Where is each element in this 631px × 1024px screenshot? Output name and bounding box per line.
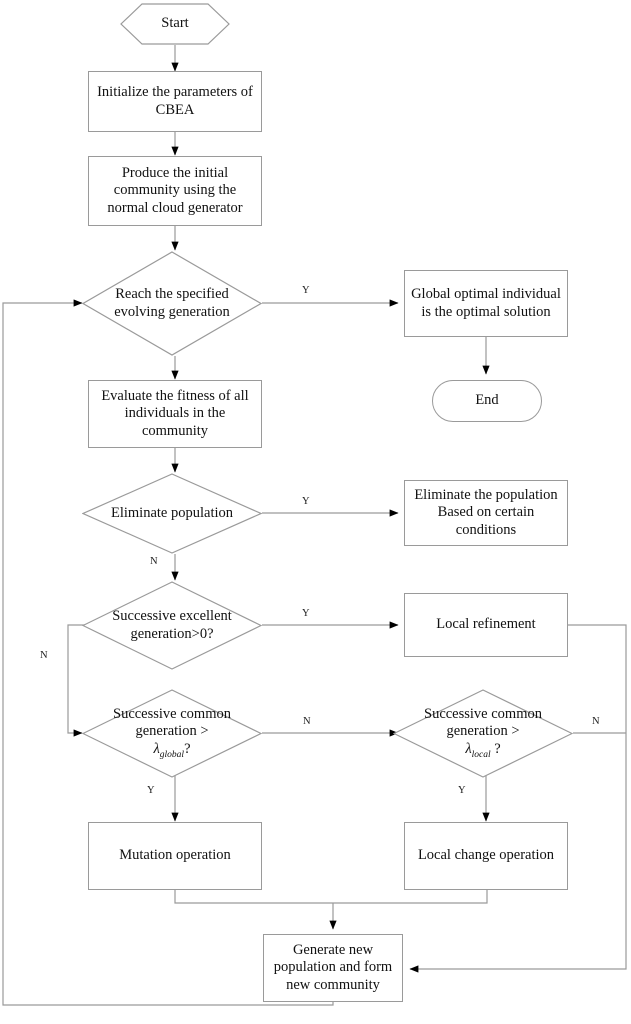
edge-refine-generate bbox=[409, 624, 627, 973]
question-tail: ? bbox=[184, 740, 191, 757]
edge-label-eliminate-yes: Y bbox=[302, 496, 310, 507]
edge-label-global-no: N bbox=[303, 716, 311, 727]
edge-label-reach-yes: Y bbox=[302, 285, 310, 296]
edge-label-excellent-no: N bbox=[40, 650, 48, 661]
node-global-optimal[interactable]: Global optimal individual is the optimal… bbox=[404, 270, 568, 337]
node-start-label: Start bbox=[161, 15, 189, 32]
diamond-shape bbox=[82, 581, 262, 670]
node-reach-label: Reach the specified evolving generation bbox=[114, 286, 230, 320]
edge-label-global-yes: Y bbox=[147, 785, 155, 796]
node-global-optimal-label: Global optimal individual is the optimal… bbox=[411, 286, 561, 320]
edge-label-excellent-yes: Y bbox=[302, 608, 310, 619]
edge-label-local-yes: Y bbox=[458, 785, 466, 796]
line1: Successive common bbox=[424, 706, 542, 723]
node-successive-common-global[interactable]: Successive common generation > λglobal? bbox=[82, 689, 262, 778]
edge-label-local-no: N bbox=[592, 716, 600, 727]
node-end[interactable]: End bbox=[432, 380, 542, 422]
diamond-shape bbox=[82, 473, 262, 554]
node-eliminate-population-question[interactable]: Eliminate population bbox=[82, 473, 262, 554]
node-eliminate-action-label: Eliminate the population Based on certai… bbox=[414, 487, 558, 538]
node-produce-initial-community[interactable]: Produce the initial community using the … bbox=[88, 156, 262, 226]
node-evaluate-fitness[interactable]: Evaluate the fitness of all individuals … bbox=[88, 380, 262, 448]
node-initialize-label: Initialize the parameters of CBEA bbox=[97, 84, 253, 118]
lambda-symbol: λ bbox=[465, 740, 472, 757]
node-successive-excellent-label: Successive excellent generation>0? bbox=[112, 608, 232, 642]
question-tail: ? bbox=[490, 740, 501, 757]
diamond-shape bbox=[393, 689, 573, 778]
lambda-subscript: local bbox=[471, 749, 491, 760]
node-successive-common-local-label: Successive common generation > λlocal ? bbox=[420, 706, 546, 760]
node-eliminate-population-action[interactable]: Eliminate the population Based on certai… bbox=[404, 480, 568, 546]
node-end-label: End bbox=[475, 392, 499, 409]
node-local-change-operation[interactable]: Local change operation bbox=[404, 822, 568, 890]
edge-generate-reach-loop bbox=[2, 299, 334, 1006]
line2: generation > bbox=[446, 723, 520, 740]
node-local-refinement[interactable]: Local refinement bbox=[404, 593, 568, 657]
lambda-subscript: global bbox=[159, 749, 185, 760]
node-initialize[interactable]: Initialize the parameters of CBEA bbox=[88, 71, 262, 132]
node-eliminate-question-label: Eliminate population bbox=[110, 504, 234, 521]
node-start[interactable]: Start bbox=[120, 3, 230, 45]
line1: Successive common bbox=[113, 706, 231, 723]
node-produce-label: Produce the initial community using the … bbox=[107, 165, 243, 216]
node-generate-new-population[interactable]: Generate new population and form new com… bbox=[263, 934, 403, 1002]
node-generate-label: Generate new population and form new com… bbox=[273, 942, 393, 993]
node-successive-excellent-generation[interactable]: Successive excellent generation>0? bbox=[82, 581, 262, 670]
node-mutation-label: Mutation operation bbox=[119, 847, 231, 864]
node-successive-common-global-label: Successive common generation > λglobal? bbox=[109, 706, 235, 760]
node-reach-generation[interactable]: Reach the specified evolving generation bbox=[82, 251, 262, 356]
edge-merge-bar bbox=[174, 890, 488, 904]
node-evaluate-label: Evaluate the fitness of all individuals … bbox=[101, 388, 249, 439]
node-mutation-operation[interactable]: Mutation operation bbox=[88, 822, 262, 890]
lambda-symbol: λ bbox=[153, 740, 160, 757]
edge-label-eliminate-no: N bbox=[150, 556, 158, 567]
node-local-refinement-label: Local refinement bbox=[436, 616, 536, 633]
diamond-shape bbox=[82, 251, 262, 356]
hexagon-shape bbox=[120, 3, 230, 45]
diamond-shape bbox=[82, 689, 262, 778]
node-successive-common-local[interactable]: Successive common generation > λlocal ? bbox=[393, 689, 573, 778]
edge-excellent-no bbox=[67, 624, 87, 737]
line2: generation > bbox=[135, 723, 209, 740]
node-local-change-label: Local change operation bbox=[417, 847, 555, 864]
